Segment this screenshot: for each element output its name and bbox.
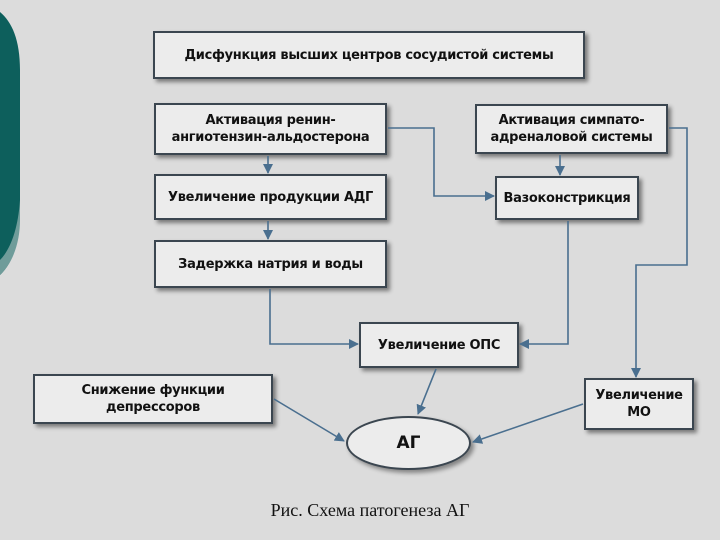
figure-caption: Рис. Схема патогенеза АГ xyxy=(270,500,470,520)
node-ops: Увеличение ОПС xyxy=(359,322,519,368)
node-mo: Увеличение МО xyxy=(584,378,694,430)
node-sodium-label: Задержка натрия и воды xyxy=(178,256,363,272)
node-ag-label: АГ xyxy=(396,433,421,453)
left-teal-shape-light xyxy=(0,200,20,275)
node-mo-label: Увеличение МО xyxy=(595,388,683,420)
node-renin: Активация ренин-ангиотензин-альдостерона xyxy=(154,103,387,155)
node-dysfunction-label: Дисфункция высших центров сосудистой сис… xyxy=(184,47,554,63)
node-sympatho: Активация симпато-адреналовой системы xyxy=(475,104,668,154)
node-ag: АГ xyxy=(346,416,471,470)
node-sodium: Задержка натрия и воды xyxy=(154,240,387,288)
node-vasoconstriction-label: Вазоконстрикция xyxy=(503,190,631,206)
node-depressors: Снижение функции депрессоров xyxy=(33,374,273,424)
node-adh: Увеличение продукции АДГ xyxy=(154,174,387,220)
node-ops-label: Увеличение ОПС xyxy=(377,337,501,353)
node-renin-label: Активация ренин-ангиотензин-альдостерона xyxy=(171,113,370,145)
node-dysfunction: Дисфункция высших центров сосудистой сис… xyxy=(153,31,585,79)
left-teal-shape xyxy=(0,0,20,275)
node-sympatho-label: Активация симпато-адреналовой системы xyxy=(490,113,653,145)
node-depressors-label: Снижение функции депрессоров xyxy=(81,383,225,415)
node-vasoconstriction: Вазоконстрикция xyxy=(495,176,639,220)
node-adh-label: Увеличение продукции АДГ xyxy=(168,189,373,205)
